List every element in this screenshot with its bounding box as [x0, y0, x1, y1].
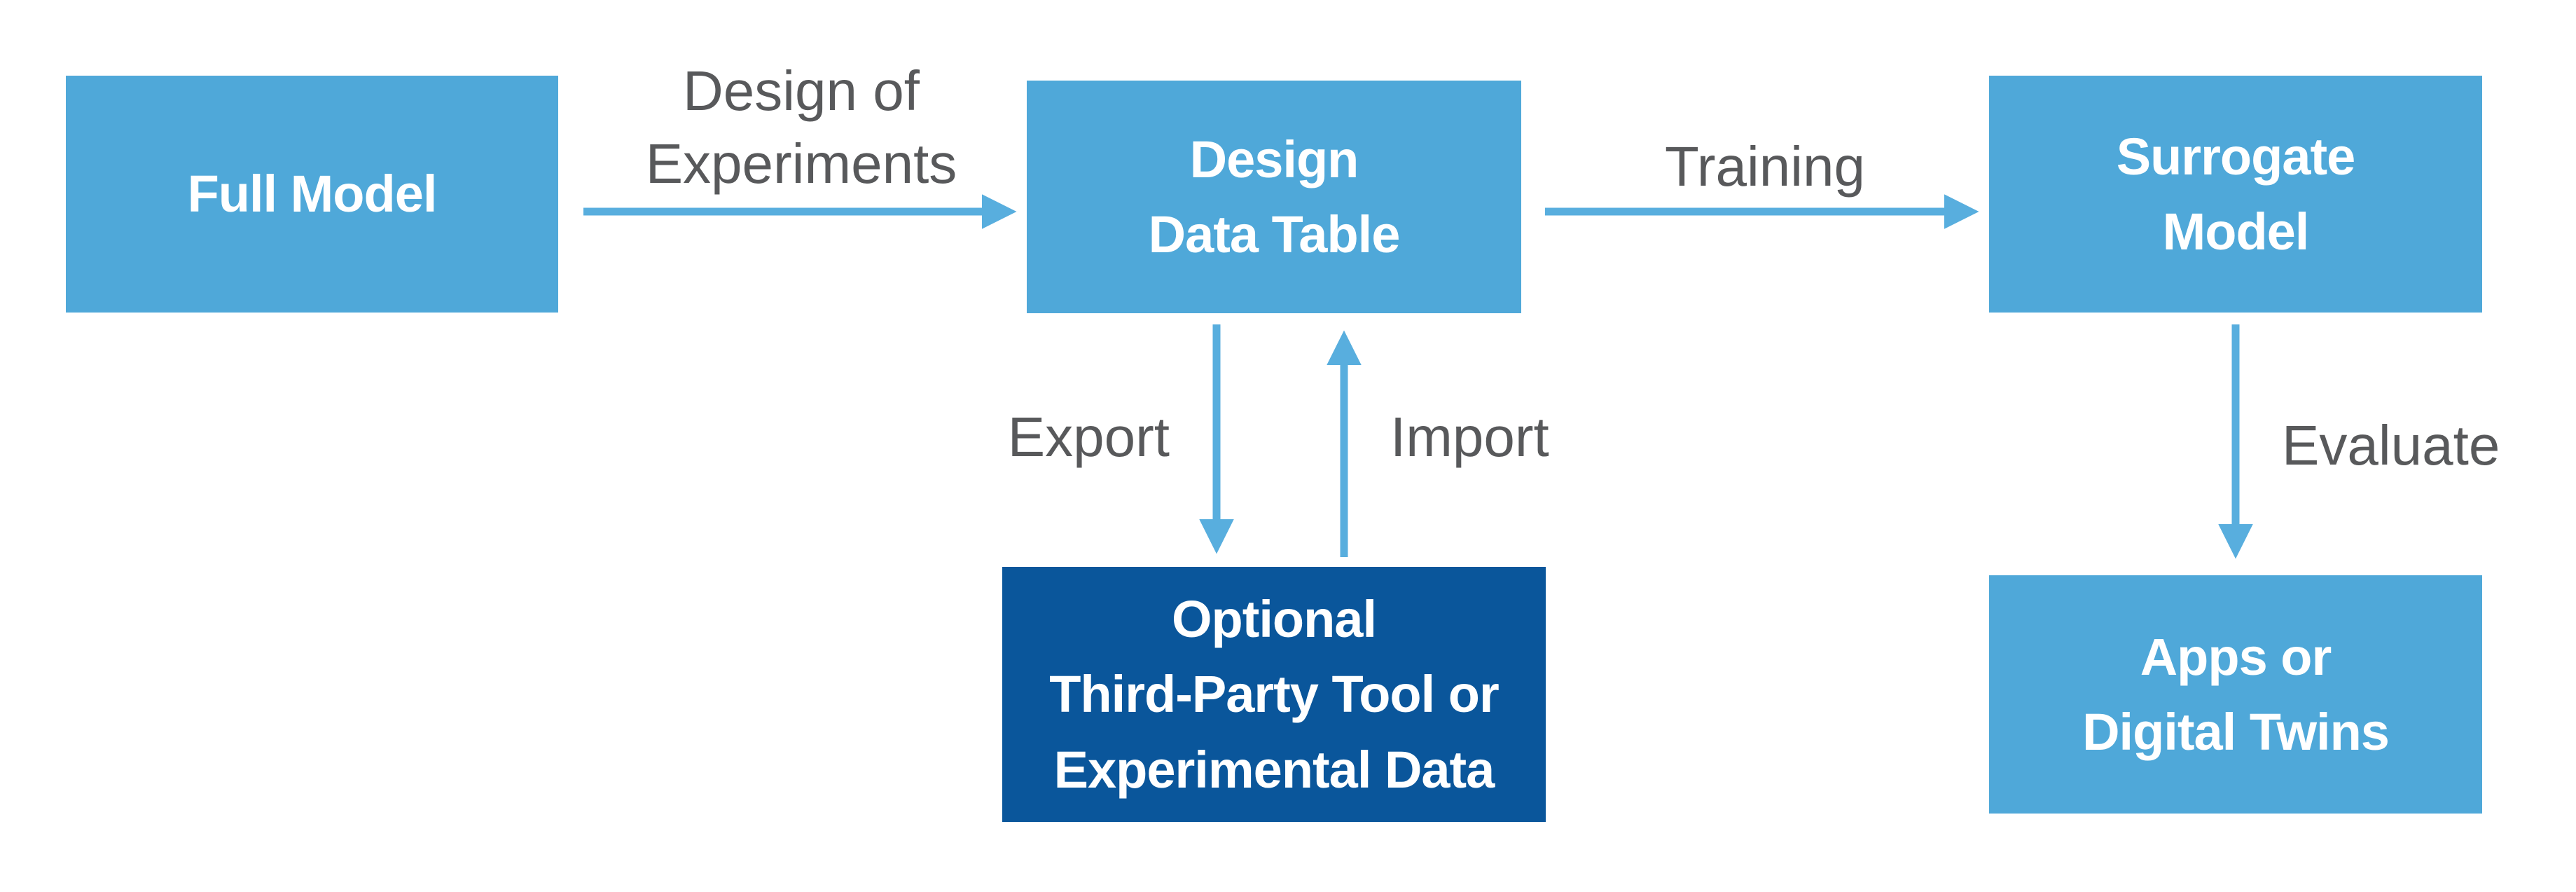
node-design-data-table: Design Data Table	[1027, 81, 1521, 313]
node-surrogate-model: Surrogate Model	[1989, 76, 2482, 313]
node-design-data-table-label: Design Data Table	[1148, 130, 1401, 263]
node-full-model: Full Model	[66, 76, 558, 313]
node-third-party-tool-label: Optional Third-Party Tool or Experimenta…	[1049, 590, 1500, 799]
node-full-model-label: Full Model	[187, 165, 438, 224]
node-surrogate-model-label: Surrogate Model	[2116, 127, 2356, 261]
node-apps-digital-twins: Apps or Digital Twins	[1989, 575, 2482, 814]
evaluate-arrow-label: Evaluate	[2282, 414, 2500, 476]
node-apps-digital-twins-label: Apps or Digital Twins	[2082, 627, 2390, 761]
node-third-party-tool: Optional Third-Party Tool or Experimenta…	[1002, 567, 1546, 822]
doe-arrow-label: Design of Experiments	[645, 60, 957, 195]
training-arrow-label: Training	[1664, 135, 1866, 198]
import-arrow-label: Import	[1390, 406, 1549, 468]
export-arrow-label: Export	[1007, 406, 1170, 468]
